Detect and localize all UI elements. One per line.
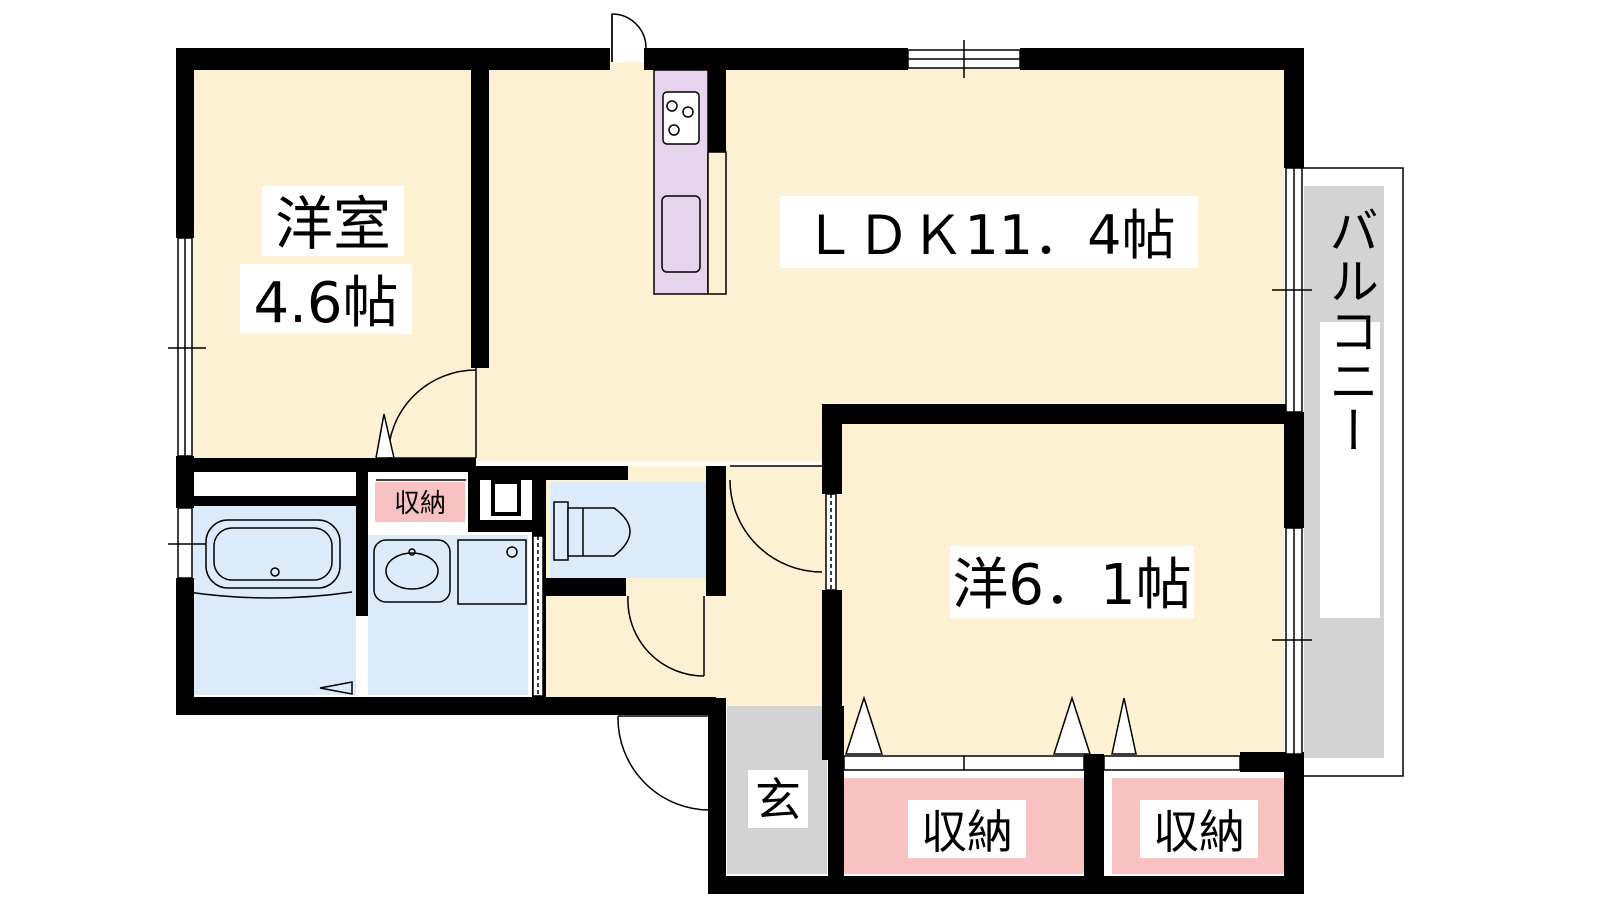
toilet-tank-icon: [553, 501, 569, 561]
kitchen-partition: [707, 151, 727, 295]
small-storage-label-bg: [378, 484, 462, 520]
bathtub-icon: [205, 519, 341, 589]
ldk-label-bg: [780, 196, 1198, 268]
storage-left-label: 収納: [921, 805, 1013, 859]
entrance-label: 玄: [755, 773, 801, 827]
room-2-label: 洋6．1帖: [952, 553, 1191, 618]
balcony-label-bg: [1320, 322, 1380, 618]
ldk-label: ＬＤＫ11．4帖: [802, 204, 1175, 267]
doors: [375, 13, 1241, 811]
room-1-label-bg: [262, 186, 404, 256]
washbasin-icon: [373, 539, 451, 603]
walls: [176, 48, 1304, 894]
storage-left-label-bg: [908, 800, 1026, 858]
stove-icon: [662, 91, 700, 145]
balcony-label: バルコニー: [1321, 205, 1379, 455]
washing-machine-space-icon: [457, 539, 527, 605]
room-1-size-bg: [240, 264, 412, 334]
room-1-name: 洋室: [275, 190, 391, 258]
storage-right-label-bg: [1140, 800, 1258, 858]
room-2-label-bg: [950, 546, 1194, 618]
pipe-shaft: [491, 480, 521, 516]
storage-right-label: 収納: [1153, 805, 1245, 859]
sink-icon: [661, 195, 701, 273]
entrance-label-bg: [748, 770, 808, 828]
room-1-size: 4.6帖: [253, 271, 398, 336]
small-storage-label: 収納: [394, 489, 446, 519]
toilet-icon: [567, 507, 631, 557]
windows: [168, 40, 1312, 755]
